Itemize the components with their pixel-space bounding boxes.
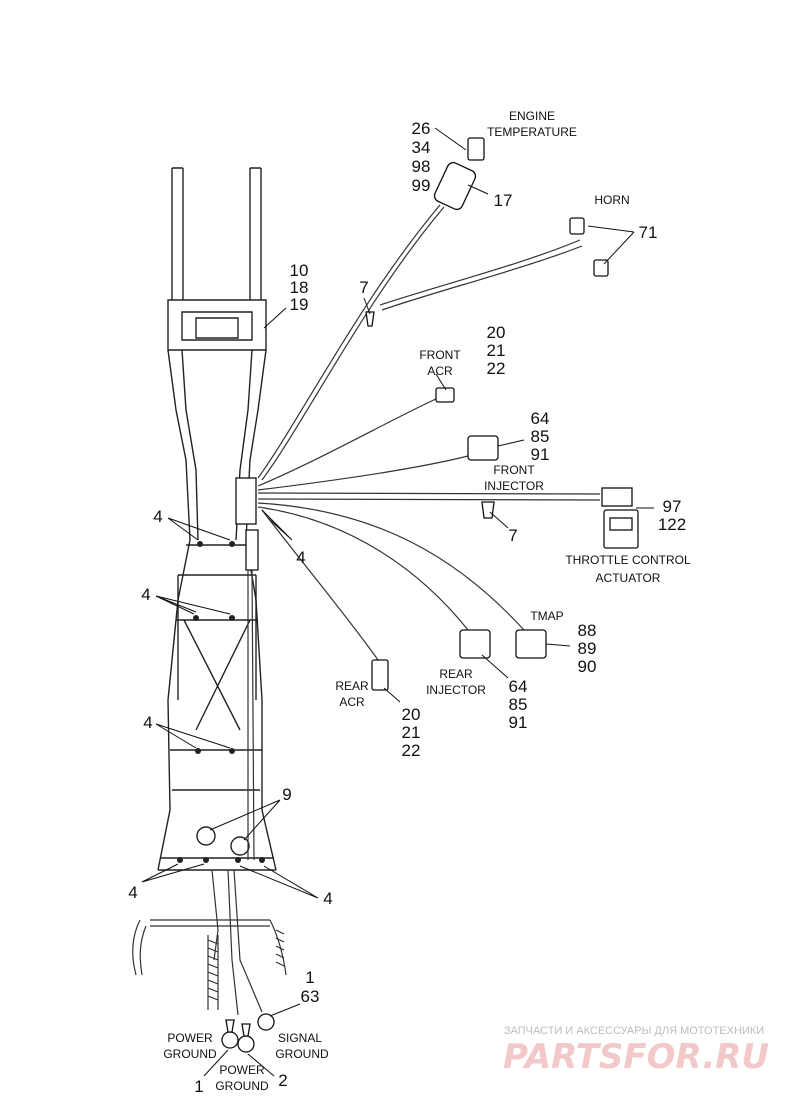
callout-power-ground-1: 1 xyxy=(194,1077,203,1096)
callout-front-acr-2: 21 xyxy=(487,341,506,360)
label-power-ground-left-1: POWER xyxy=(167,1031,213,1045)
label-horn: HORN xyxy=(594,193,629,207)
label-throttle-2: ACTUATOR xyxy=(596,571,661,585)
label-throttle-1: THROTTLE CONTROL xyxy=(565,553,691,567)
label-front-acr-1: FRONT xyxy=(419,348,461,362)
callout-strap-1: 4 xyxy=(153,507,162,526)
label-front-acr-2: ACR xyxy=(427,364,453,378)
callout-rear-acr-3: 22 xyxy=(402,741,421,760)
engine-temperature-sensor xyxy=(433,137,485,211)
callout-rear-injector-2: 85 xyxy=(509,695,528,714)
harness-wires xyxy=(132,204,601,1016)
front-acr-connector xyxy=(435,387,455,403)
ground-terminals xyxy=(221,1013,275,1053)
callout-engine-temp-sensor: 17 xyxy=(494,191,513,210)
component-labels: ENGINE TEMPERATURE HORN FRONT ACR FRONT … xyxy=(163,109,691,1093)
callout-frame-harness-3: 19 xyxy=(290,295,309,314)
horn-connectors xyxy=(569,217,609,277)
callout-grommet: 9 xyxy=(282,785,291,804)
callout-clip-middle: 7 xyxy=(508,526,517,545)
rear-injector-connector xyxy=(459,629,491,659)
callout-engine-temp-connector-2: 34 xyxy=(412,138,431,157)
callout-power-ground-2: 2 xyxy=(278,1071,287,1090)
callout-tmap-2: 89 xyxy=(578,639,597,658)
callout-engine-temp-connector-3: 98 xyxy=(412,157,431,176)
label-engine-temperature-1: ENGINE xyxy=(509,109,555,123)
callout-tmap-3: 90 xyxy=(578,657,597,676)
label-tmap: TMAP xyxy=(530,609,563,623)
callout-frame-harness-1: 10 xyxy=(290,261,309,280)
callout-tmap-1: 88 xyxy=(578,621,597,640)
callout-strap-2: 4 xyxy=(296,548,305,567)
watermark-line-1: ЗАПЧАСТИ И АКСЕССУАРЫ ДЛЯ МОТОТЕХНИКИ xyxy=(504,1025,764,1037)
callout-engine-temp-connector-1: 26 xyxy=(412,119,431,138)
label-rear-acr-2: ACR xyxy=(339,695,365,709)
label-power-ground-center-2: GROUND xyxy=(215,1079,269,1093)
label-signal-ground-2: GROUND xyxy=(275,1047,329,1061)
callout-numbers: 26 34 98 99 17 71 10 18 19 7 20 21 22 64… xyxy=(128,119,686,1096)
callout-ground-terminal-1: 1 xyxy=(305,968,314,987)
rear-acr-connector xyxy=(371,659,389,691)
label-front-injector-1: FRONT xyxy=(493,463,535,477)
label-power-ground-center-1: POWER xyxy=(219,1063,265,1077)
callout-throttle-2: 122 xyxy=(658,515,686,534)
watermark-line-2: PARTSFOR.RU xyxy=(503,1037,769,1077)
callout-frame-harness-2: 18 xyxy=(290,278,309,297)
watermark: ЗАПЧАСТИ И АКСЕССУАРЫ ДЛЯ МОТОТЕХНИКИ PA… xyxy=(503,1025,769,1077)
label-rear-injector-1: REAR xyxy=(439,667,473,681)
callout-front-acr-3: 22 xyxy=(487,359,506,378)
callout-front-injector-2: 85 xyxy=(531,427,550,446)
clip-middle xyxy=(481,501,495,519)
throttle-actuator-connector xyxy=(601,487,639,549)
callout-clip-upper: 7 xyxy=(359,278,368,297)
connectors xyxy=(221,137,639,1053)
label-front-injector-2: INJECTOR xyxy=(484,479,544,493)
leader-lines xyxy=(141,127,654,1077)
callout-rear-injector-1: 64 xyxy=(509,677,528,696)
callout-throttle-1: 97 xyxy=(663,497,682,516)
callout-strap-3: 4 xyxy=(141,585,150,604)
callout-engine-temp-connector-4: 99 xyxy=(412,176,431,195)
callout-rear-injector-3: 91 xyxy=(509,713,528,732)
label-signal-ground-1: SIGNAL xyxy=(278,1031,322,1045)
label-power-ground-left-2: GROUND xyxy=(163,1047,217,1061)
callout-front-injector-1: 64 xyxy=(531,409,550,428)
callout-rear-acr-2: 21 xyxy=(402,723,421,742)
callout-strap-6: 4 xyxy=(323,889,332,908)
callout-rear-acr-1: 20 xyxy=(402,705,421,724)
callout-horn: 71 xyxy=(639,223,658,242)
clip-upper xyxy=(365,311,375,327)
callout-front-acr-1: 20 xyxy=(487,323,506,342)
tmap-connector xyxy=(515,629,547,659)
callout-ground-terminal-2: 63 xyxy=(301,987,320,1006)
label-rear-injector-2: INJECTOR xyxy=(426,683,486,697)
callout-strap-4: 4 xyxy=(143,713,152,732)
callout-strap-5: 4 xyxy=(128,883,137,902)
frame xyxy=(157,167,277,871)
callout-front-injector-3: 91 xyxy=(531,445,550,464)
label-engine-temperature-2: TEMPERATURE xyxy=(487,125,577,139)
label-rear-acr-1: REAR xyxy=(335,679,369,693)
front-injector-connector xyxy=(467,435,499,461)
